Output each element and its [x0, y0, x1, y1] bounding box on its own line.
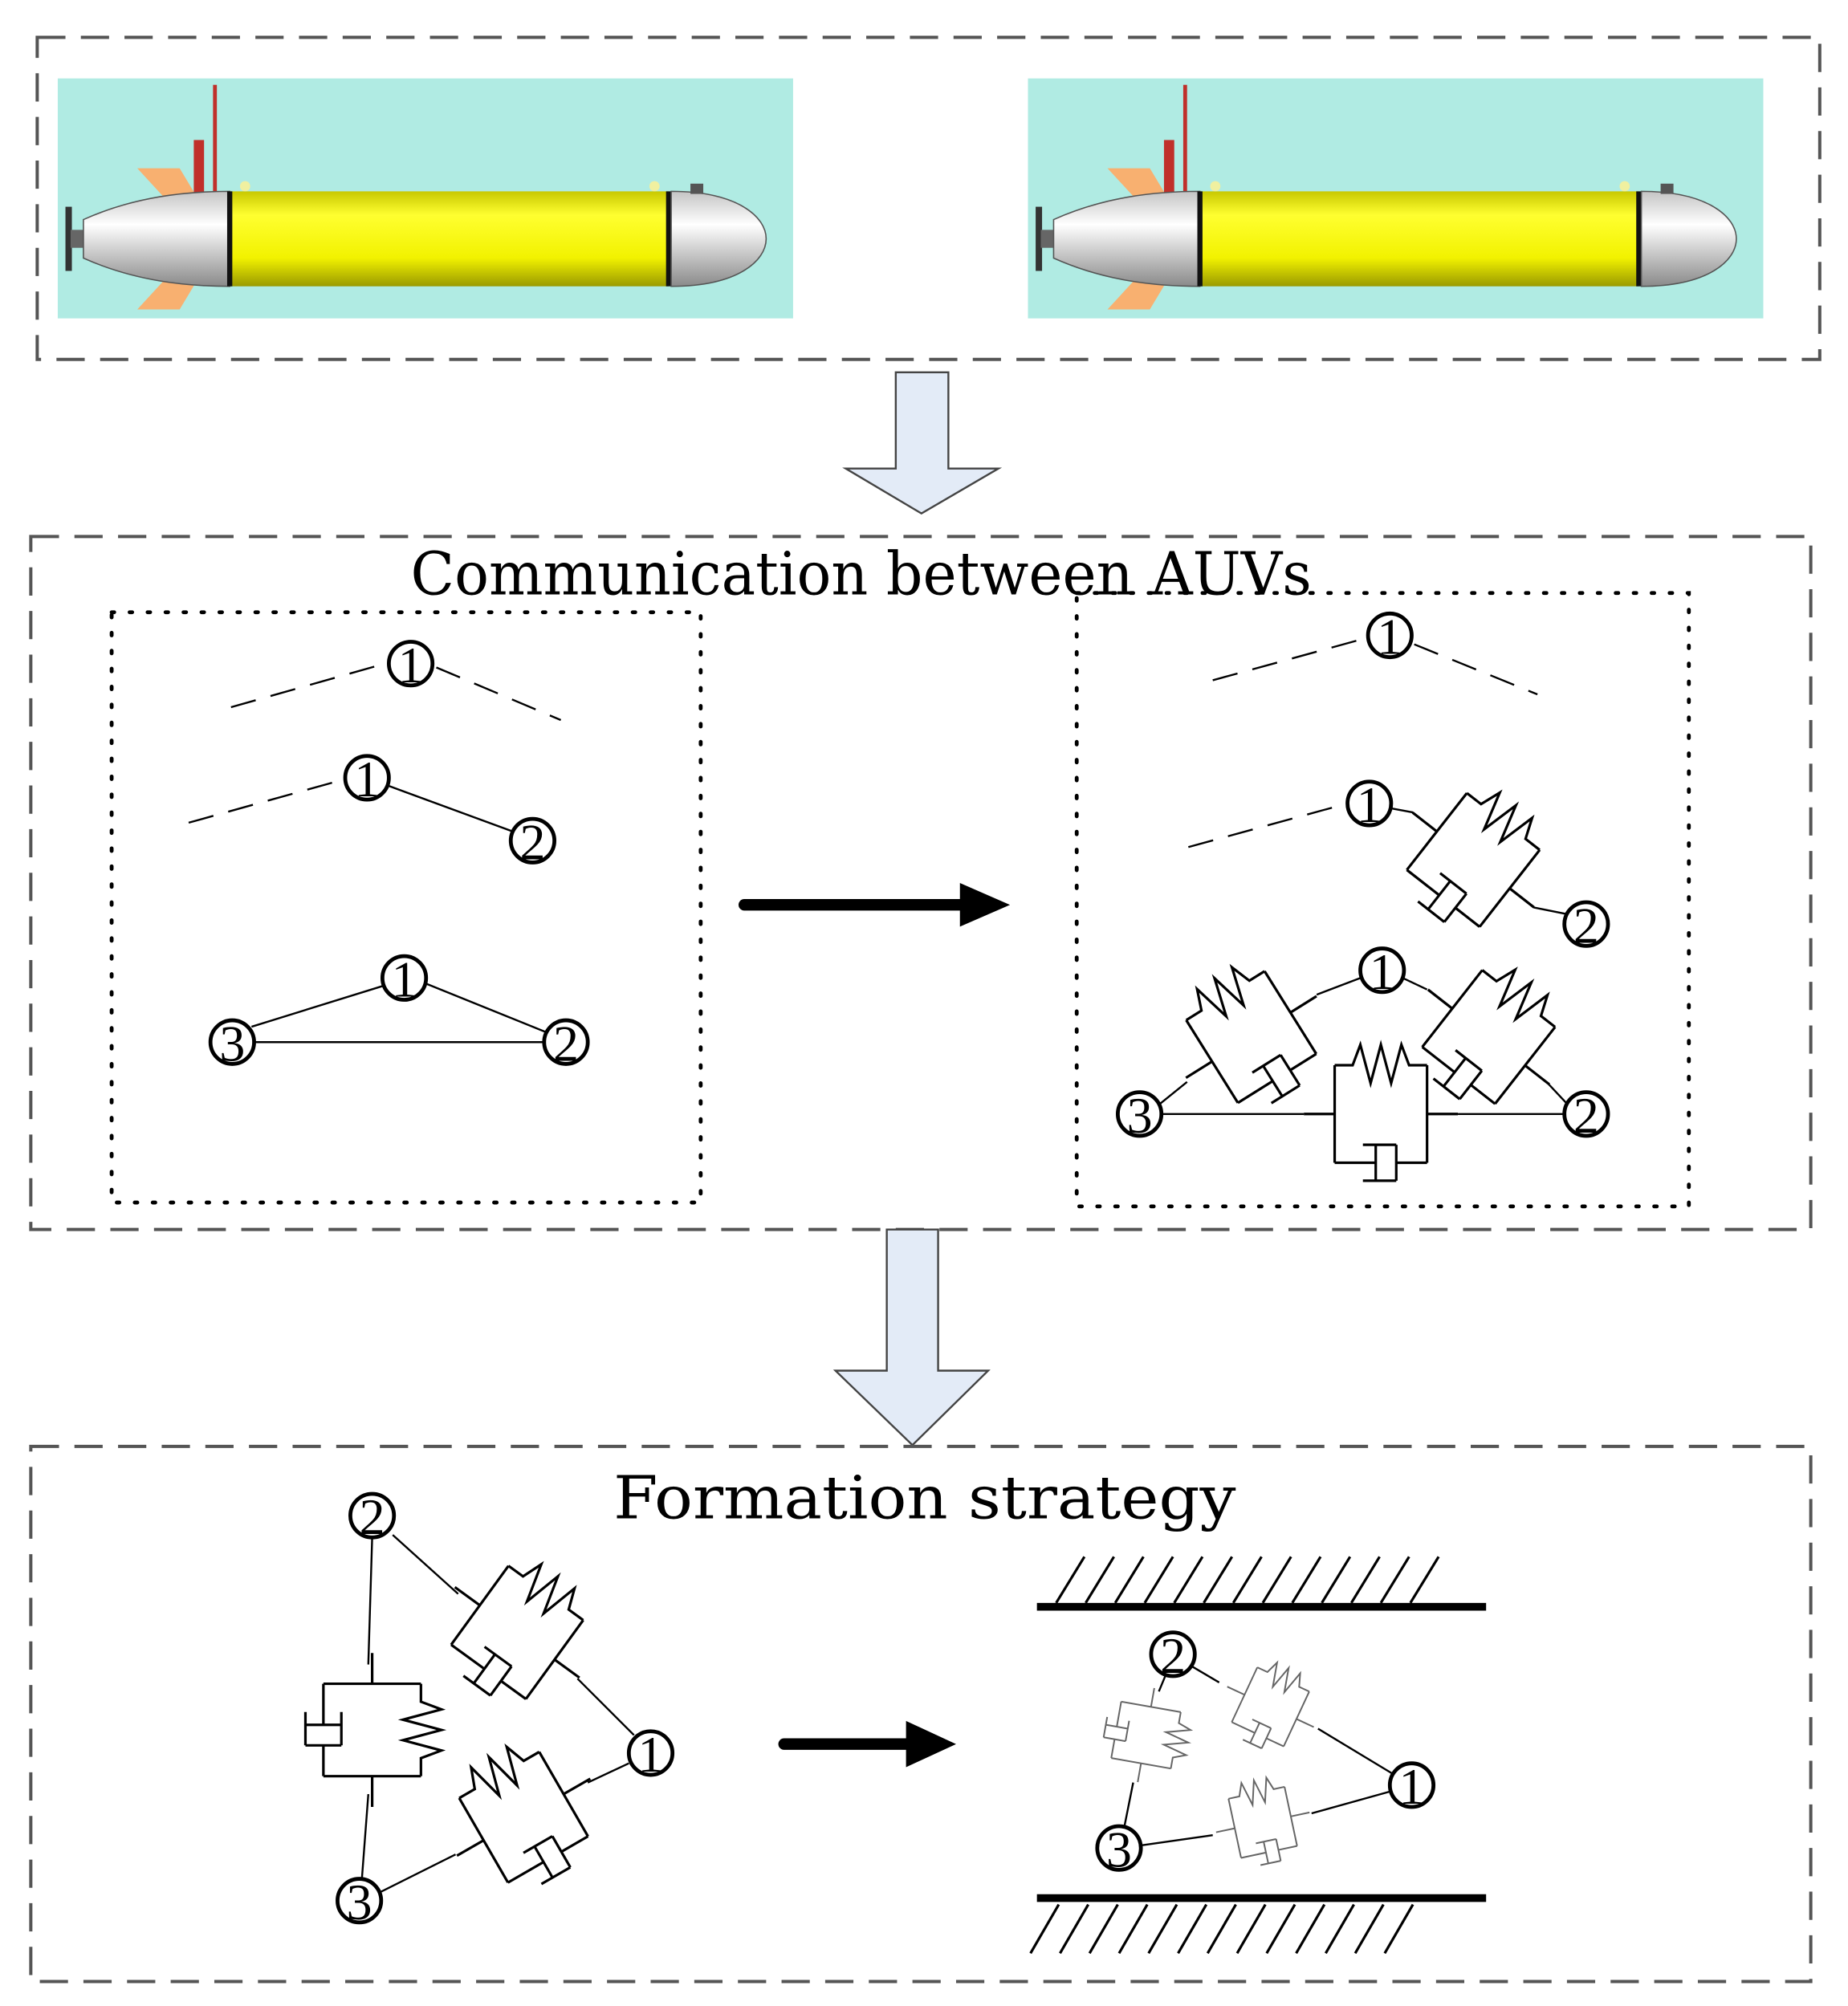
node-label: 2 [360, 1488, 385, 1545]
node-label: 2 [1573, 1087, 1599, 1144]
node-label: 3 [1106, 1821, 1132, 1878]
node-label: 3 [1127, 1087, 1153, 1144]
flow-arrow-down-2 [832, 1228, 991, 1447]
node-label: 3 [347, 1874, 372, 1931]
wall-bottom-icon [1029, 1894, 1487, 1955]
spring-damper-icon [1096, 1680, 1198, 1791]
topology-box-right [1074, 591, 1691, 1209]
node-label: 3 [219, 1015, 245, 1072]
spring-damper-icon [1206, 1769, 1319, 1874]
spring-damper-icon [414, 1529, 622, 1733]
spring-damper-icon [1370, 756, 1578, 962]
node-3: 3 [1095, 1821, 1143, 1878]
spring-damper-icon [1386, 934, 1594, 1139]
node-label: 1 [638, 1726, 664, 1783]
communication-panel-frame [29, 535, 1813, 1231]
node-label: 1 [354, 751, 380, 808]
spring-damper-icon [421, 1717, 625, 1915]
transform-arrow-1 [739, 883, 1011, 927]
spring-damper-icon [303, 1651, 443, 1809]
communication-title: Communication between AUVs [411, 540, 1312, 608]
wall-top-icon [1036, 1556, 1487, 1611]
node-1: 1 [626, 1726, 675, 1783]
node-label: 1 [1377, 608, 1402, 665]
node-label: 1 [392, 950, 417, 1007]
node-label: 1 [1357, 776, 1382, 833]
transform-arrow-2 [778, 1720, 956, 1768]
node-1: 1 [1358, 943, 1406, 1000]
auv-left-icon [57, 77, 794, 319]
formation-panel-frame [29, 1444, 1813, 1984]
spring-damper-icon [1147, 936, 1353, 1136]
node-1: 1 [1366, 608, 1414, 665]
node-label: 1 [1370, 943, 1395, 1000]
flow-arrow-down-1 [842, 371, 1003, 515]
node-2: 2 [1562, 897, 1610, 954]
auv-right-icon [1027, 77, 1765, 319]
node-2: 2 [508, 813, 556, 870]
compressed-formation [1096, 1646, 1394, 1874]
node-label: 2 [553, 1015, 579, 1072]
node-2: 2 [542, 1015, 590, 1072]
node-3: 3 [1115, 1087, 1164, 1144]
node-3: 3 [336, 1874, 384, 1931]
spring-damper-icon [1302, 1043, 1459, 1182]
node-label: 1 [1398, 1758, 1424, 1815]
node-label: 2 [1160, 1627, 1186, 1684]
node-1: 1 [380, 950, 429, 1007]
node-2: 2 [348, 1488, 397, 1545]
node-1: 1 [386, 637, 435, 694]
auv-panel-frame [35, 35, 1822, 361]
node-2: 2 [1562, 1087, 1610, 1144]
node-1: 1 [1345, 776, 1394, 833]
topology-box-left [109, 610, 703, 1205]
node-label: 2 [1573, 897, 1599, 954]
node-2: 2 [1149, 1627, 1197, 1684]
formation-title: Formation strategy [613, 1464, 1236, 1532]
node-1: 1 [343, 751, 391, 808]
node-label: 2 [519, 813, 545, 870]
spring-damper-icon [1208, 1646, 1333, 1766]
node-label: 1 [398, 637, 424, 694]
node-3: 3 [208, 1015, 256, 1072]
node-1: 1 [1387, 1758, 1436, 1815]
